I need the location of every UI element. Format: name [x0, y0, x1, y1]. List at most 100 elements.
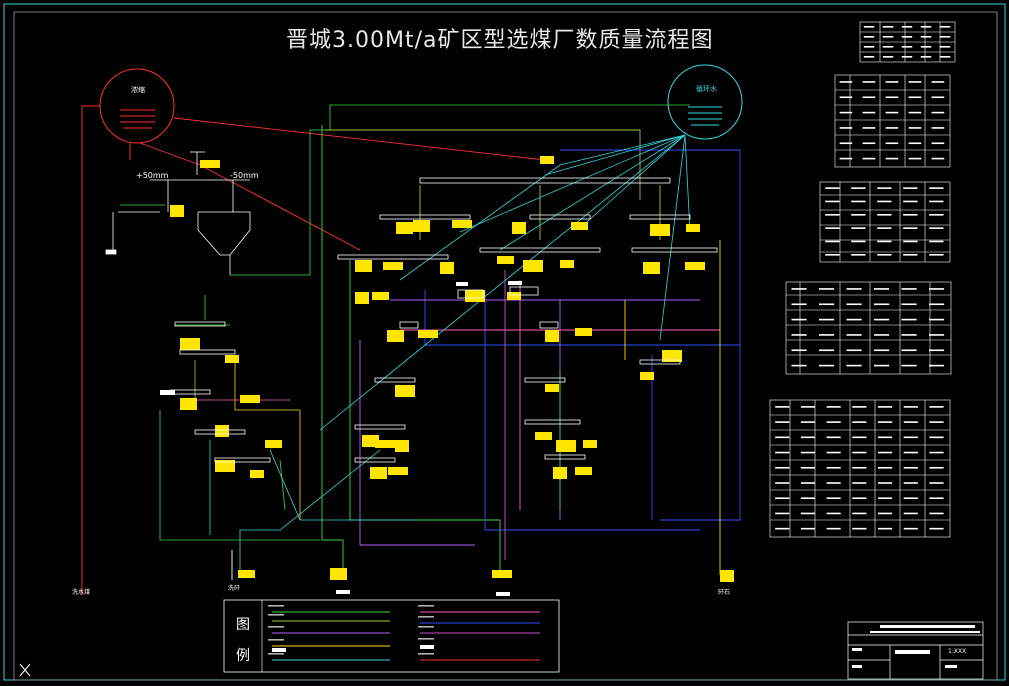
table-cell-mark	[851, 187, 866, 189]
table-cell-mark	[885, 111, 899, 114]
table-cell-mark	[877, 214, 892, 216]
legend-label-mark	[418, 605, 434, 607]
table-cell-mark	[929, 187, 944, 189]
table-cell-mark	[903, 240, 918, 243]
left-module	[159, 295, 320, 541]
data-label-block	[560, 260, 574, 268]
table-cell-mark	[878, 466, 893, 469]
data-label-block	[535, 432, 552, 440]
table-cell-mark	[852, 482, 867, 484]
table-cell-mark	[929, 349, 945, 352]
table-cell-mark	[846, 364, 862, 367]
table-cell-mark	[903, 254, 918, 256]
far-left-outlet-label: 洗水煤	[72, 589, 91, 596]
table-cell-mark	[901, 56, 913, 58]
equipment-boxes	[169, 177, 718, 463]
data-label-block	[387, 330, 404, 342]
table-cell-mark	[874, 349, 890, 352]
table-cell-mark	[846, 303, 862, 306]
table-cell-mark	[929, 406, 944, 408]
data-label-block	[372, 292, 389, 300]
table-cell-mark	[929, 288, 945, 290]
data-label-block	[396, 222, 413, 234]
data-label-block	[556, 440, 576, 452]
table-cell-mark	[851, 227, 866, 229]
data-label-block	[512, 222, 526, 234]
table-cell-mark	[908, 157, 922, 160]
table-cell-mark	[901, 36, 913, 38]
data-label-block	[395, 385, 415, 397]
data-label-block	[330, 568, 347, 580]
table-cell-mark	[878, 406, 893, 408]
table-cell-mark	[819, 364, 835, 367]
data-label-block	[650, 224, 670, 236]
data-label-block	[507, 292, 521, 300]
table-cell-mark	[791, 364, 807, 367]
table-cell-mark	[877, 227, 892, 229]
table-cell-mark	[839, 127, 853, 129]
table-cell-mark	[882, 26, 894, 28]
table-cell-mark	[862, 157, 876, 160]
right-outlet-label: 矸石	[718, 589, 731, 596]
table-cell-mark	[826, 497, 841, 500]
table-cell-mark	[882, 46, 894, 48]
table-cell-mark	[862, 81, 876, 83]
table-cell-mark	[929, 421, 944, 423]
table-cell-mark	[903, 214, 918, 216]
legend-placeholder-text	[268, 605, 434, 655]
table-cell-mark	[775, 497, 790, 500]
table-cell-mark	[852, 421, 867, 423]
table-cell-mark	[939, 46, 951, 48]
table-cell-mark	[791, 318, 807, 321]
table-cell-mark	[800, 436, 815, 439]
table-cell-mark	[908, 111, 922, 114]
data-label-block	[640, 372, 654, 380]
table-cell-mark	[878, 482, 893, 484]
table-cell-mark	[800, 466, 815, 469]
table-cell-mark	[901, 349, 917, 352]
table-cell-mark	[846, 334, 862, 336]
table-cell-mark	[878, 451, 893, 454]
table-cell-mark	[929, 451, 944, 454]
table-cell-mark	[885, 81, 899, 83]
legend-label-mark	[268, 639, 284, 641]
table-cell-text	[775, 26, 951, 530]
table-cell-mark	[929, 240, 944, 243]
table-cell-mark	[819, 318, 835, 321]
table-cell-mark	[882, 36, 894, 38]
legend-label-mark	[418, 616, 434, 618]
table-cell-mark	[863, 36, 875, 38]
table-cell-mark	[874, 303, 890, 306]
table-cell-mark	[863, 56, 875, 58]
table-cell-mark	[862, 127, 876, 129]
legend-label-mark	[418, 626, 434, 628]
table-cell-mark	[825, 187, 840, 189]
table-cell-mark	[851, 200, 866, 203]
table-cell-mark	[826, 527, 841, 530]
data-annotations	[170, 156, 734, 582]
table-cell-mark	[903, 227, 918, 229]
table-cell-mark	[851, 254, 866, 256]
table-cell-mark	[920, 36, 932, 38]
title-block	[847, 621, 984, 680]
table-cell-mark	[908, 142, 922, 145]
data-label-block	[370, 467, 387, 479]
data-label-block	[571, 222, 588, 230]
data-label-block	[355, 292, 369, 304]
screening-green	[120, 104, 690, 276]
table-cell-mark	[929, 227, 944, 229]
table-cell-mark	[839, 96, 853, 99]
data-label-block	[575, 328, 592, 336]
table-cell-mark	[877, 254, 892, 256]
table-cell-mark	[800, 512, 815, 515]
table-cell-mark	[903, 421, 918, 423]
data-label-block	[395, 440, 409, 452]
table-cell-mark	[903, 436, 918, 439]
outlet-lines	[81, 550, 233, 595]
table-cell-mark	[800, 451, 815, 454]
table-cell-mark	[920, 46, 932, 48]
data-label-block	[375, 440, 395, 448]
table-cell-mark	[775, 512, 790, 515]
table-cell-mark	[862, 142, 876, 145]
table-cell-mark	[878, 497, 893, 500]
